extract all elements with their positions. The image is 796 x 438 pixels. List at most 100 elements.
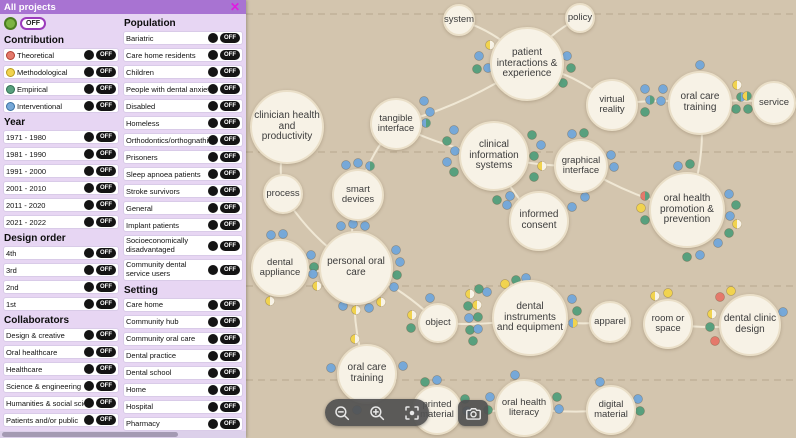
map-node-patient-interactions[interactable]: patient interactions & experience: [490, 27, 564, 101]
map-node-oral-health-literacy[interactable]: oral health literacy: [495, 379, 553, 437]
toggle-knob[interactable]: [84, 67, 94, 77]
all-projects-toggle-row[interactable]: OFF: [3, 14, 119, 31]
map-node-informed-consent[interactable]: informed consent: [509, 191, 569, 251]
map-node-oral-care-training-top[interactable]: oral care training: [668, 71, 732, 135]
toggle-knob[interactable]: [84, 132, 94, 142]
toggle-state-pill[interactable]: OFF: [96, 381, 116, 391]
toggle-state-pill[interactable]: OFF: [220, 316, 240, 327]
toggle-knob[interactable]: [208, 333, 218, 344]
toggle-state-pill[interactable]: OFF: [220, 84, 240, 94]
toggle-state-pill[interactable]: OFF: [220, 333, 240, 344]
toggle-knob[interactable]: [84, 381, 94, 391]
toggle-knob[interactable]: [208, 186, 218, 196]
map-node-object[interactable]: object: [418, 303, 458, 343]
toggle-knob[interactable]: [208, 299, 218, 310]
toggle-state-pill[interactable]: OFF: [220, 203, 240, 213]
filter-row-humanities-social-science[interactable]: Humanities & social scienceOFF: [3, 396, 119, 410]
toggle-state-pill[interactable]: OFF: [220, 350, 240, 361]
toggle-state-pill[interactable]: OFF: [96, 217, 116, 227]
map-node-dental-instruments[interactable]: dental instruments and equipment: [492, 280, 568, 356]
toggle-state-pill[interactable]: OFF: [220, 186, 240, 196]
toggle-knob[interactable]: [208, 220, 218, 230]
toggle-state-pill[interactable]: OFF: [96, 364, 116, 374]
toggle-knob[interactable]: [208, 135, 218, 145]
toggle-knob[interactable]: [84, 364, 94, 374]
map-node-apparel[interactable]: apparel: [589, 301, 631, 343]
map-node-smart-devices[interactable]: smart devices: [332, 169, 384, 221]
toggle-state-pill[interactable]: OFF: [96, 415, 116, 425]
toggle-state-pill[interactable]: OFF: [220, 418, 240, 429]
toggle-knob[interactable]: [208, 367, 218, 378]
toggle-state-pill[interactable]: OFF: [96, 248, 116, 258]
zoom-out-button[interactable]: [328, 401, 356, 425]
toggle-state-pill[interactable]: OFF: [220, 401, 240, 412]
toggle-state-pill[interactable]: OFF: [96, 67, 116, 77]
toggle-knob[interactable]: [84, 398, 94, 408]
toggle-state-pill[interactable]: OFF: [220, 152, 240, 162]
toggle-state-pill[interactable]: OFF: [96, 132, 116, 142]
toggle-knob[interactable]: [84, 415, 94, 425]
toggle-state-pill[interactable]: OFF: [96, 166, 116, 176]
all-projects-toggle[interactable]: OFF: [20, 17, 46, 30]
panel-scrollbar-track[interactable]: [0, 431, 246, 438]
map-node-oral-care-training-bottom[interactable]: oral care training: [337, 344, 397, 404]
toggle-knob[interactable]: [208, 240, 218, 251]
toggle-knob[interactable]: [84, 84, 94, 94]
toggle-knob[interactable]: [84, 265, 94, 275]
toggle-knob[interactable]: [208, 401, 218, 412]
toggle-state-pill[interactable]: OFF: [220, 33, 240, 43]
toggle-state-pill[interactable]: OFF: [220, 135, 240, 145]
toggle-state-pill[interactable]: OFF: [96, 101, 116, 111]
toggle-knob[interactable]: [84, 200, 94, 210]
map-node-process[interactable]: process: [263, 174, 303, 214]
map-node-dental-clinic-design[interactable]: dental clinic design: [719, 294, 781, 356]
toggle-state-pill[interactable]: OFF: [96, 149, 116, 159]
toggle-state-pill[interactable]: OFF: [220, 384, 240, 395]
toggle-knob[interactable]: [84, 282, 94, 292]
map-node-system[interactable]: system: [443, 4, 475, 36]
toggle-state-pill[interactable]: OFF: [220, 220, 240, 230]
toggle-knob[interactable]: [84, 166, 94, 176]
toggle-knob[interactable]: [208, 67, 218, 77]
toggle-knob[interactable]: [208, 50, 218, 60]
toggle-knob[interactable]: [208, 316, 218, 327]
capture-region-button[interactable]: [398, 401, 426, 425]
toggle-state-pill[interactable]: OFF: [96, 347, 116, 357]
toggle-knob[interactable]: [208, 264, 218, 275]
map-node-digital-material[interactable]: digital material: [586, 385, 636, 435]
toggle-knob[interactable]: [208, 33, 218, 43]
panel-scrollbar-thumb[interactable]: [2, 432, 178, 437]
map-node-personal-oral-care[interactable]: personal oral care: [319, 231, 393, 305]
toggle-state-pill[interactable]: OFF: [220, 264, 240, 275]
toggle-state-pill[interactable]: OFF: [96, 282, 116, 292]
toggle-knob[interactable]: [208, 152, 218, 162]
camera-button[interactable]: [458, 400, 488, 426]
toggle-knob[interactable]: [208, 418, 218, 429]
toggle-state-pill[interactable]: OFF: [220, 67, 240, 77]
toggle-knob[interactable]: [208, 169, 218, 179]
toggle-knob[interactable]: [208, 350, 218, 361]
toggle-state-pill[interactable]: OFF: [220, 367, 240, 378]
toggle-knob[interactable]: [208, 384, 218, 395]
